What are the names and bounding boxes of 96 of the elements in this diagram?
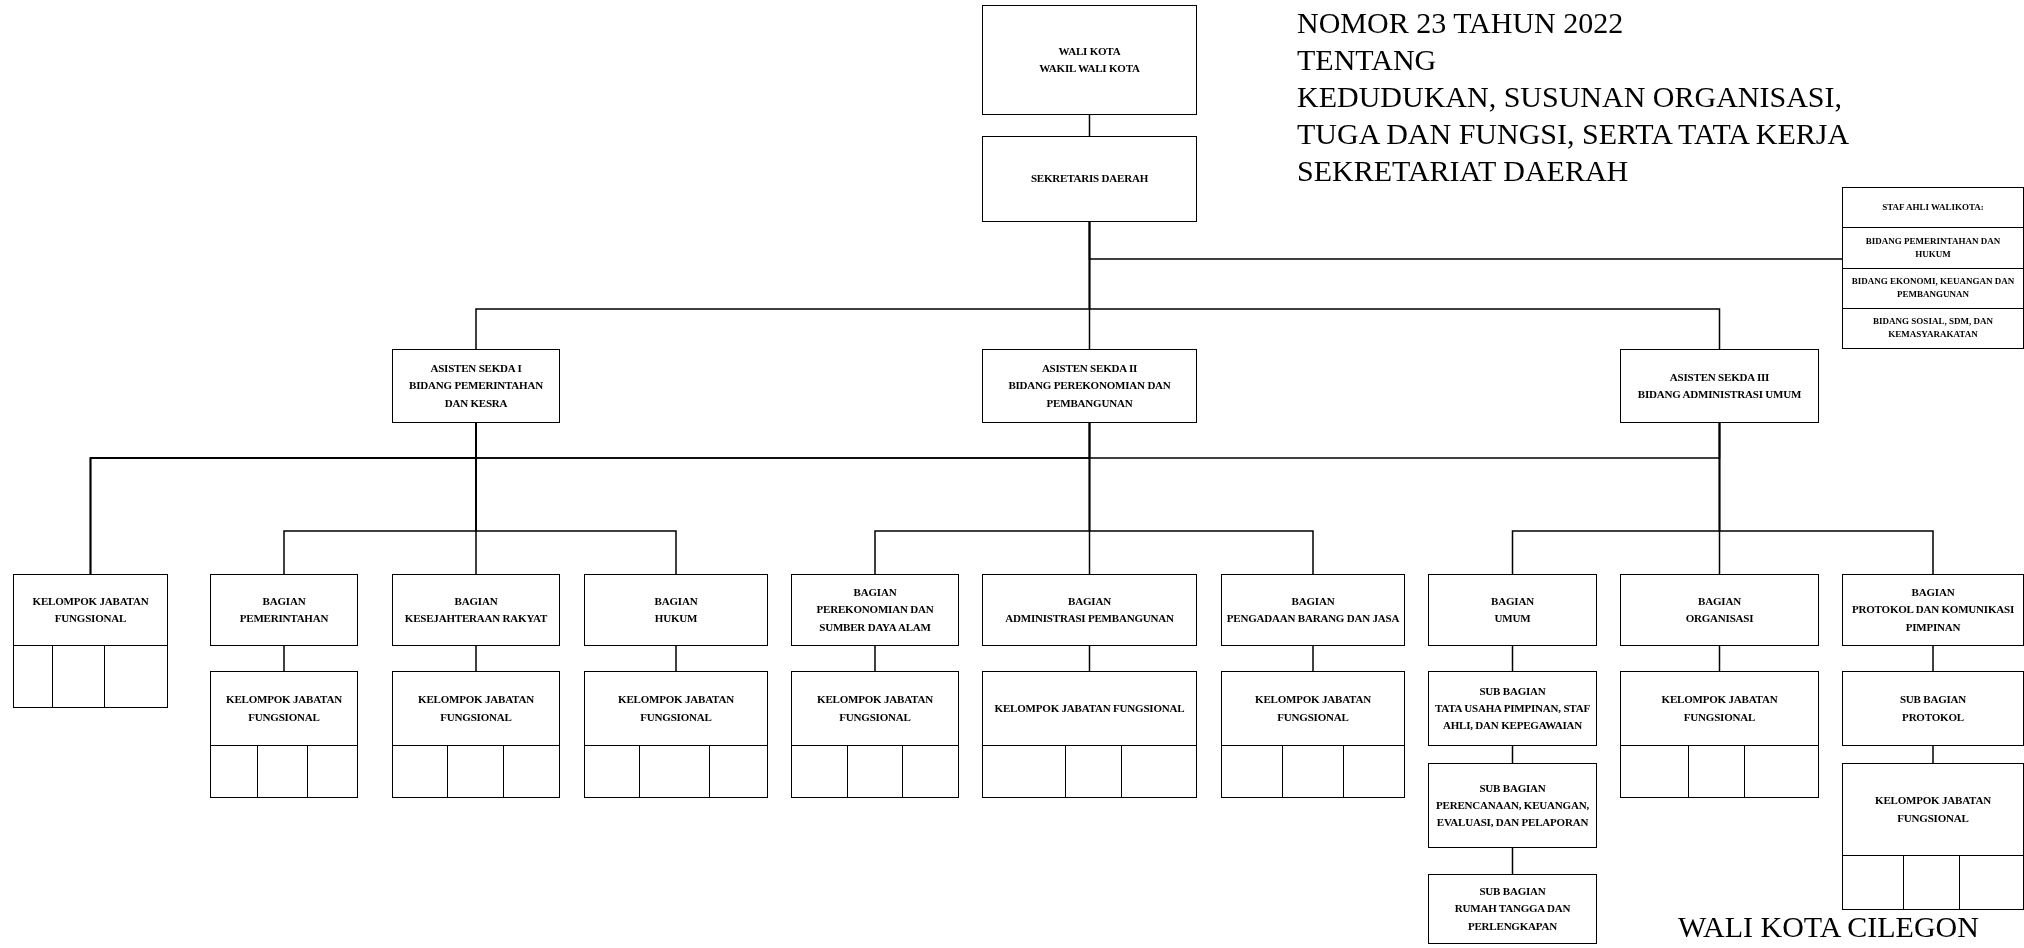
connector-line <box>1718 645 1721 672</box>
org-unit-box <box>982 574 1197 646</box>
unit-name: ADMINISTRASI PEMBANGUNAN <box>1005 611 1174 626</box>
unit-name: KELOMPOK JABATAN FUNGSIONAL <box>417 692 535 725</box>
unit-name: BAGIAN <box>454 593 498 609</box>
org-unit-box <box>1221 671 1405 746</box>
decree-title-text: KEDUDUKAN, SUSUNAN ORGANISASI, TUGA DAN FUNGSI, SERTA TATA KERJA SEKRETARIAT DAERAH <box>1297 79 1850 189</box>
table-row-text: STAF AHLI WALIKOTA: <box>1881 201 1985 215</box>
connector-line <box>283 645 285 672</box>
connector-line <box>475 645 477 672</box>
org-unit-box <box>1428 874 1597 944</box>
unit-name: BAGIAN <box>1911 585 1955 601</box>
unit-name: KELOMPOK JABATAN FUNGSIONAL <box>617 692 735 725</box>
unit-name: PENGADAAN BARANG DAN JASA <box>1226 611 1400 626</box>
org-unit-box <box>1842 763 2024 856</box>
unit-name: KESEJAHTERAAN RAKYAT <box>404 611 548 626</box>
org-unit-box <box>791 671 959 746</box>
unit-name: PEREKONOMIAN DAN SUMBER DAYA ALAM <box>815 602 935 635</box>
unit-name: ASISTEN SEKDA II <box>1041 361 1138 377</box>
unit-name: ASISTEN SEKDA III <box>1669 369 1770 385</box>
org-unit-box <box>982 671 1197 746</box>
connector-line <box>1718 422 1934 575</box>
connector-line <box>1088 645 1091 672</box>
org-unit-box <box>1842 671 2024 746</box>
unit-name: BIDANG PEMERINTAHAN DAN KESRA <box>408 378 544 411</box>
unit-name: BAGIAN <box>1291 593 1335 609</box>
unit-name: BAGIAN <box>654 593 698 609</box>
unit-name: SUB BAGIAN <box>1479 884 1546 900</box>
org-unit-box <box>210 671 358 746</box>
unit-name: UMUM <box>1494 611 1531 626</box>
unit-name: ASISTEN SEKDA I <box>430 361 522 377</box>
org-unit-box <box>1428 763 1597 848</box>
connector-line <box>1511 847 1514 875</box>
org-unit-box <box>1620 349 1819 423</box>
org-unit-box <box>982 5 1197 115</box>
table-row-text: BIDANG EKONOMI, KEUANGAN DAN PEMBANGUNAN <box>1843 267 2023 308</box>
org-unit-box <box>1620 671 1819 746</box>
org-unit-box <box>791 574 959 646</box>
org-unit-box <box>392 349 560 423</box>
unit-name: KELOMPOK JABATAN FUNGSIONAL <box>1660 692 1779 725</box>
table-row-text: BIDANG SOSIAL, SDM, DAN KEMASYARAKATAN <box>1843 307 2023 348</box>
unit-name: KELOMPOK JABATAN FUNGSIONAL <box>31 593 150 626</box>
org-unit-box <box>1428 574 1597 646</box>
org-unit-box <box>1842 574 2024 646</box>
org-unit-box <box>13 574 168 646</box>
connector-line <box>475 422 677 575</box>
org-unit-box <box>584 574 768 646</box>
org-unit-box <box>982 349 1197 423</box>
decree-title-text: NOMOR 23 TAHUN 2022 <box>1297 5 1625 41</box>
connector-line <box>1511 645 1514 672</box>
staff-table <box>1842 187 2024 349</box>
unit-name: KELOMPOK JABATAN FUNGSIONAL <box>994 700 1185 716</box>
unit-name: PEMERINTAHAN <box>239 611 329 626</box>
unit-name: PERENCANAAN, KEUANGAN, EVALUASI, DAN PELAPORAN <box>1435 797 1590 830</box>
org-unit-box <box>1221 574 1405 646</box>
unit-name: ORGANISASI <box>1685 611 1754 626</box>
unit-name: PROTOKOL <box>1902 709 1964 725</box>
unit-name: BAGIAN <box>262 593 306 609</box>
table-row-text: BIDANG PEMERINTAHAN DAN HUKUM <box>1843 227 2023 268</box>
decree-title-text: TENTANG <box>1297 42 1438 78</box>
unit-name: HUKUM <box>654 611 698 626</box>
unit-name: KELOMPOK JABATAN FUNGSIONAL <box>1254 692 1372 725</box>
org-unit-box <box>1620 574 1819 646</box>
unit-name: BAGIAN <box>1491 593 1534 609</box>
signature-text: WALI KOTA CILEGON <box>1678 909 1979 945</box>
unit-name: SUB BAGIAN <box>1479 683 1546 699</box>
unit-name: BAGIAN <box>853 585 897 601</box>
unit-name: BIDANG PEREKONOMIAN DAN PEMBANGUNAN <box>1007 378 1172 411</box>
connector-line <box>1932 745 1934 764</box>
unit-name: BIDANG ADMINISTRASI UMUM <box>1637 387 1802 402</box>
org-unit-box <box>982 136 1197 222</box>
org-unit-box <box>392 671 560 746</box>
connector-line <box>1088 221 1721 350</box>
org-unit-box <box>1428 671 1597 746</box>
unit-name: WAKIL WALI KOTA <box>1039 61 1140 76</box>
org-unit-box <box>584 671 768 746</box>
connector-line <box>1088 422 1314 575</box>
unit-name: KELOMPOK JABATAN FUNGSIONAL <box>225 692 343 725</box>
unit-name: SEKRETARIS DAERAH <box>1030 171 1149 187</box>
org-unit-box <box>392 574 560 646</box>
unit-name: SUB BAGIAN <box>1479 780 1546 796</box>
connector-line <box>1088 114 1091 137</box>
unit-name: WALI KOTA <box>1058 43 1121 59</box>
connector-line <box>1932 645 1934 672</box>
unit-name: BAGIAN <box>1698 593 1741 609</box>
unit-name: PROTOKOL DAN KOMUNIKASI PIMPINAN <box>1850 602 2016 635</box>
unit-name: TATA USAHA PIMPINAN, STAF AHLI, DAN KEPEGAWAIAN <box>1434 700 1591 733</box>
connector-line <box>1312 645 1314 672</box>
org-unit-box <box>210 574 358 646</box>
unit-name: RUMAH TANGGA DAN PERLENGKAPAN <box>1453 901 1572 934</box>
unit-name: KELOMPOK JABATAN FUNGSIONAL <box>816 692 934 725</box>
connector-line <box>675 645 677 672</box>
unit-name: KELOMPOK JABATAN FUNGSIONAL <box>1874 793 1992 826</box>
unit-name: SUB BAGIAN <box>1899 692 1967 708</box>
connector-line <box>874 645 876 672</box>
unit-name: BAGIAN <box>1068 593 1111 609</box>
